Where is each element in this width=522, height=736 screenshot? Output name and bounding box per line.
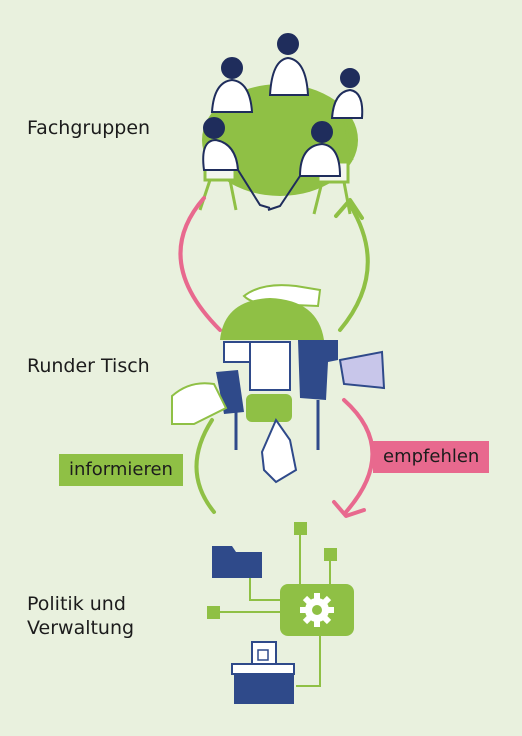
arc-green-left [194,418,216,514]
node-square-top [294,522,307,535]
ballot-box-icon [231,641,295,704]
piece-white-2 [249,341,291,391]
politik-illustration [207,522,354,704]
hand-bottom [260,417,298,484]
group-people [202,33,364,211]
label-runder-tisch: Runder Tisch [27,355,150,377]
arc-pink-right [342,398,375,514]
arrowhead-green-up [334,198,364,220]
label-politik-line1: Politik und [27,593,126,615]
label-fachgruppen: Fachgruppen [27,117,151,139]
piece-navy-right [298,340,338,400]
folder-icon [212,546,262,578]
table-dome [220,298,324,340]
runder-tisch-illustration [171,284,386,484]
hand-left [171,382,228,425]
fachgruppen-illustration [198,33,364,215]
label-politik-line2: Verwaltung [27,617,135,639]
arrowhead-pink-down [332,500,366,518]
hand-right [338,350,386,390]
piece-green-bottom [246,394,292,422]
gear-icon [300,593,334,627]
tag-informieren: informieren [59,454,183,486]
arc-pink-down [178,196,222,332]
tag-empfehlen: empfehlen [373,441,490,473]
label-politik-verwaltung: Politik und Verwaltung [27,592,134,640]
node-square-right [324,548,337,561]
node-square-left [207,606,220,619]
network-lines [218,535,331,687]
arc-green-up [338,203,370,332]
